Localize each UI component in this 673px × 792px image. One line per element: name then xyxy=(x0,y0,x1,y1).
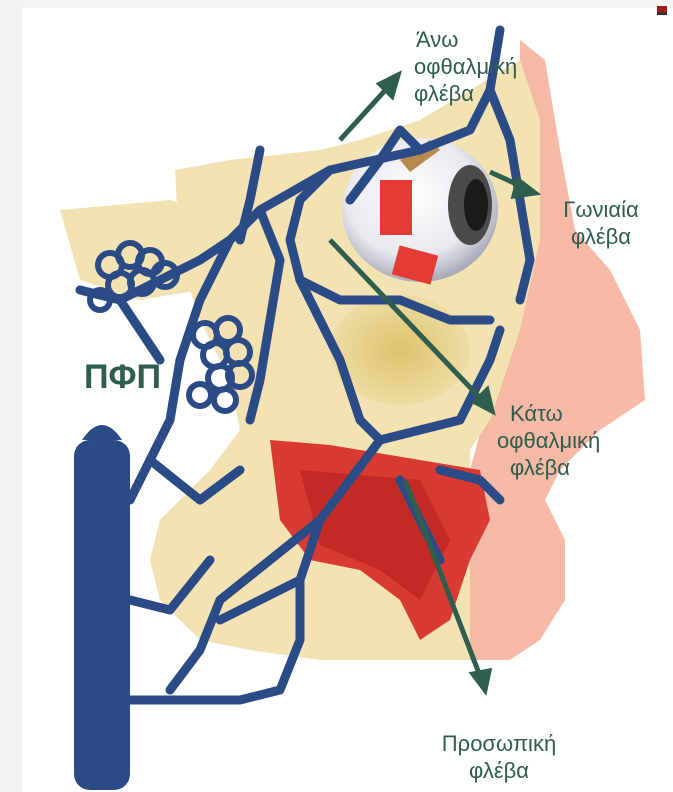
jugular-branch xyxy=(90,430,112,490)
label-line: οφθαλμική xyxy=(497,427,600,454)
label-line: Γωνιαία xyxy=(545,196,657,223)
jugular-vein xyxy=(74,440,130,790)
label-line: φλέβα xyxy=(414,80,517,107)
label-line: φλέβα xyxy=(545,223,657,250)
rectus-muscle-upper xyxy=(380,180,412,235)
pterygoid-plexus-label: ΠΦΠ xyxy=(84,358,161,397)
facial-vein-label: Προσωπική φλέβα xyxy=(414,730,584,784)
label-line: φλέβα xyxy=(497,454,600,481)
label-line: οφθαλμική xyxy=(414,53,517,80)
superior-ophthalmic-vein-label: Άνω οφθαλμική φλέβα xyxy=(414,26,517,107)
angular-vein-label: Γωνιαία φλέβα xyxy=(545,196,657,250)
label-line: Άνω xyxy=(414,26,517,53)
label-line: Προσωπική xyxy=(414,730,584,757)
pupil xyxy=(464,179,488,231)
label-line: φλέβα xyxy=(414,757,584,784)
inferior-ophthalmic-vein-label: Κάτω οφθαλμική φλέβα xyxy=(497,400,600,481)
label-line: Κάτω xyxy=(497,400,600,427)
